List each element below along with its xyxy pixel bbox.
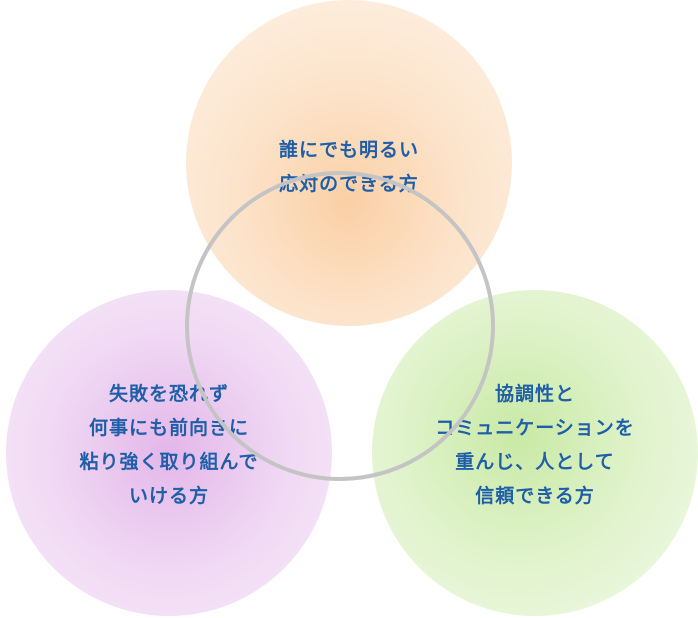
bubble-left-text: 失敗を恐れず 何事にも前向きに 粘り強く取り組んで いける方 [79, 377, 258, 513]
bubble-left-line-4: いける方 [128, 485, 209, 507]
bubble-left-line-2: 何事にも前向きに [88, 417, 249, 439]
bubble-top: 誰にでも明るい 応対のできる方 [186, 0, 512, 326]
bubble-top-text: 誰にでも明るい 応対のできる方 [279, 133, 419, 201]
bubble-right-line-4: 信頼できる方 [475, 485, 595, 507]
bubble-left: 失敗を恐れず 何事にも前向きに 粘り強く取り組んで いける方 [6, 290, 332, 616]
bubble-left-line-1: 失敗を恐れず [108, 383, 229, 405]
bubble-top-line-1: 誰にでも明るい [278, 139, 419, 161]
bubble-right-line-1: 協調性と [494, 383, 575, 405]
bubble-top-line-2: 応対のできる方 [279, 173, 419, 195]
bubble-right: 協調性と コミュニケーションを 重んじ、人として 信頼できる方 [372, 290, 698, 616]
bubble-right-line-2: コミュニケーションを [435, 417, 635, 439]
bubble-left-line-3: 粘り強く取り組んで [79, 451, 259, 473]
bubble-right-text: 協調性と コミュニケーションを 重んじ、人として 信頼できる方 [435, 377, 635, 513]
bubble-right-line-3: 重んじ、人として [455, 451, 615, 473]
